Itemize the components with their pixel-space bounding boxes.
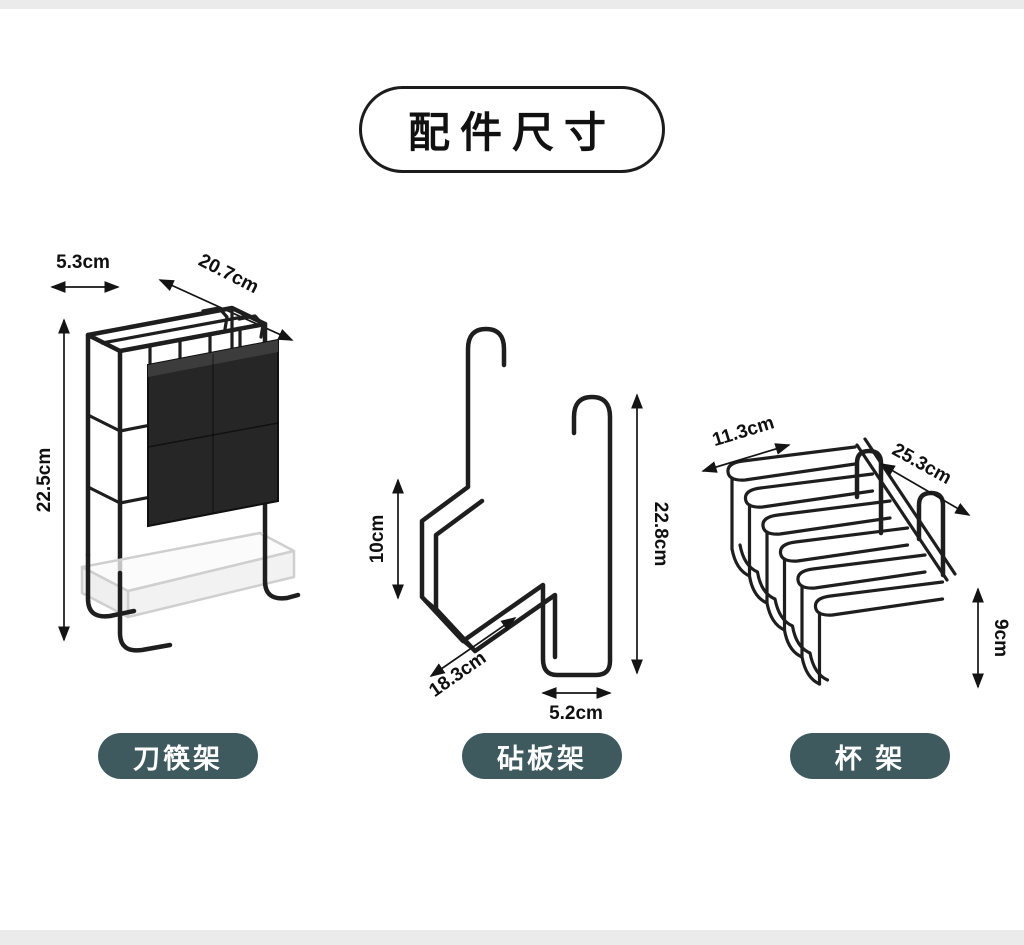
wire-foot-back — [262, 532, 301, 601]
total-length-dimension-arrow — [879, 463, 971, 516]
knife-rack-figure: 5.3cm 20.7cm 22.5cm — [34, 250, 301, 653]
total-height-dimension-label: 22.8cm — [650, 502, 671, 566]
knife-rack-drawing — [80, 305, 301, 653]
wire-foot-left — [85, 552, 137, 619]
serpentine-bends-front — [730, 547, 822, 686]
serpentine-bends-back — [738, 543, 830, 682]
front-rails — [86, 413, 122, 505]
wire-foot-front — [117, 570, 173, 653]
cup-rack-label: 杯 架 — [834, 743, 906, 774]
board-rack-label: 砧板架 — [497, 743, 587, 774]
board-rack-dimensions: 10cm 22.8cm 18.3cm 5.2cm — [367, 393, 671, 724]
page-title: 配件尺寸 — [407, 109, 617, 156]
arm-length-dimension-arrow — [701, 443, 791, 473]
rack-rim-inner-bar — [100, 314, 250, 345]
board-rack-drawing — [419, 326, 613, 678]
width-dimension-label: 5.3cm — [56, 252, 110, 273]
cup-rack-figure: 11.3cm 25.3cm 9cm — [701, 412, 1011, 689]
total-length-dimension-label: 25.3cm — [888, 439, 955, 489]
length-dimension-label: 20.7cm — [195, 250, 262, 298]
knife-rack-label: 刀筷架 — [133, 743, 223, 774]
slot-depth-dimension-label: 18.3cm — [425, 647, 490, 701]
board-rack-label-pill: 砧板架 — [462, 733, 622, 779]
base-width-dimension-label: 5.2cm — [549, 703, 603, 724]
hook-height-dimension-label: 10cm — [367, 515, 388, 564]
slot-depth-dimension-arrow — [429, 617, 517, 677]
title-pill: 配件尺寸 — [358, 86, 666, 173]
hanging-hook-right — [916, 490, 946, 578]
arm-length-dimension-label: 11.3cm — [710, 412, 777, 451]
board-rack-figure: 10cm 22.8cm 18.3cm 5.2cm — [367, 326, 671, 724]
prong-6 — [813, 580, 945, 686]
top-edge-strip — [0, 0, 1024, 9]
hanging-hook-right — [237, 314, 265, 339]
bottom-edge-strip — [0, 930, 1024, 945]
drop-height-dimension-label: 9cm — [990, 619, 1011, 657]
utensil-cup-seam — [147, 422, 279, 448]
hanging-hook-left — [854, 448, 884, 536]
cup-rack-label-pill: 杯 架 — [790, 733, 950, 779]
knife-rack-label-pill: 刀筷架 — [98, 733, 258, 779]
drip-tray-side — [80, 565, 130, 619]
utensil-cup-rim — [148, 340, 278, 377]
height-dimension-label: 22.5cm — [34, 448, 55, 512]
hanging-hook-left — [201, 306, 229, 331]
front-wire-hook-and-base — [419, 326, 613, 678]
